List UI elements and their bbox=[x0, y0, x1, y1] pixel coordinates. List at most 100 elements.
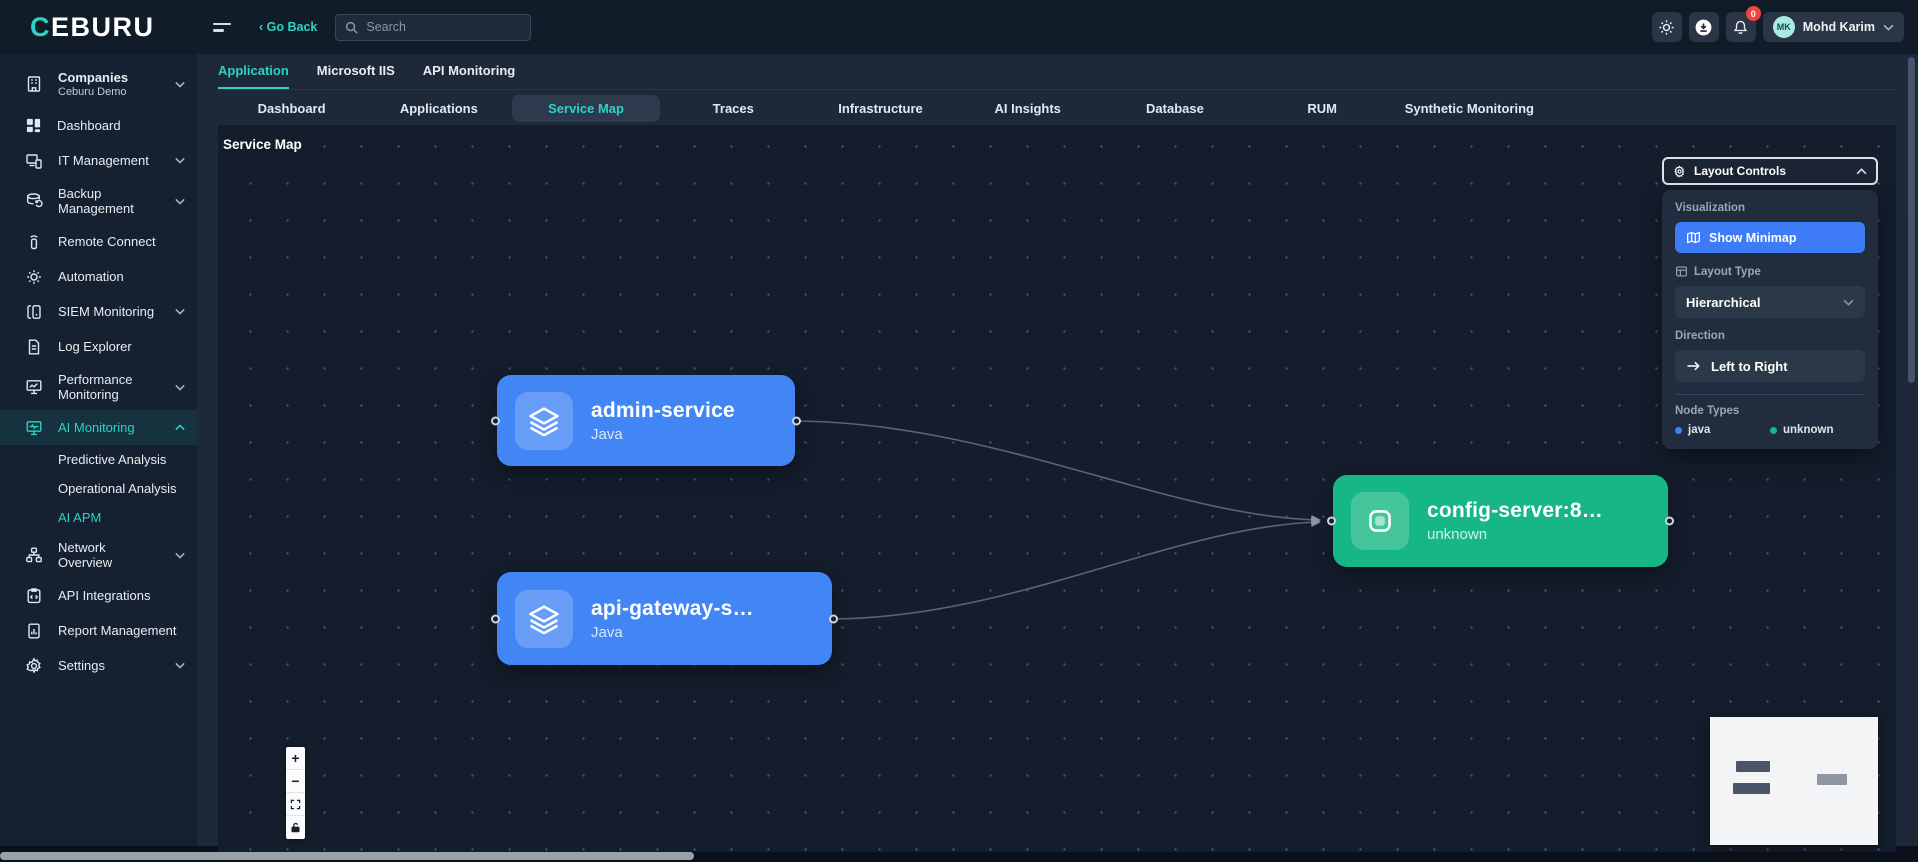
layout-type-select[interactable]: Hierarchical bbox=[1675, 286, 1865, 318]
subtab-dashboard[interactable]: Dashboard bbox=[257, 101, 326, 116]
logo-rest: EBURU bbox=[51, 11, 155, 42]
node-subtitle: Java bbox=[591, 623, 623, 641]
minimap-node bbox=[1817, 774, 1847, 785]
sidebar-item-operational-analysis[interactable]: Operational Analysis bbox=[58, 481, 177, 496]
logo-letter-c: C bbox=[30, 11, 51, 42]
performance-monitoring-icon bbox=[25, 378, 43, 396]
divider bbox=[1675, 394, 1865, 395]
go-back-link[interactable]: ‹ Go Back bbox=[259, 20, 318, 34]
sidebar-item-api-integrations[interactable]: API Integrations bbox=[0, 578, 197, 613]
theme-toggle-button[interactable] bbox=[1651, 12, 1682, 42]
node-types-legend: java unknown bbox=[1675, 424, 1865, 436]
sidebar-item-remote-connect[interactable]: Remote Connect bbox=[0, 224, 197, 259]
sidebar-label: AI Monitoring bbox=[58, 420, 135, 435]
layers-icon bbox=[515, 589, 573, 648]
notifications-button[interactable]: 0 bbox=[1725, 6, 1761, 42]
service-node-admin-service[interactable]: admin-service Java bbox=[491, 375, 801, 466]
show-minimap-button[interactable]: Show Minimap bbox=[1675, 222, 1865, 253]
service-node-api-gateway[interactable]: api-gateway-s… Java bbox=[491, 572, 838, 665]
legend-label: unknown bbox=[1783, 424, 1834, 436]
remote-connect-icon bbox=[25, 233, 43, 251]
layout-controls-toggle[interactable]: Layout Controls bbox=[1662, 157, 1878, 185]
network-overview-icon bbox=[25, 546, 43, 564]
subtab-traces[interactable]: Traces bbox=[712, 101, 754, 116]
subtab-rum[interactable]: RUM bbox=[1307, 101, 1337, 116]
main-content: Application Microsoft IIS API Monitoring… bbox=[197, 54, 1918, 852]
node-port-left bbox=[1327, 516, 1336, 526]
chevron-down-icon bbox=[1883, 24, 1894, 31]
sidebar-item-dashboard[interactable]: Dashboard bbox=[0, 108, 197, 143]
layout-type-label: Layout Type bbox=[1694, 265, 1761, 278]
ai-monitoring-icon bbox=[25, 419, 43, 437]
service-node-config-server[interactable]: config-server:8… unknown bbox=[1327, 475, 1674, 567]
layers-icon bbox=[515, 391, 573, 450]
sidebar-label: Settings bbox=[58, 658, 105, 673]
sidebar-item-ai-apm[interactable]: AI APM bbox=[58, 510, 102, 525]
chevron-up-icon bbox=[175, 424, 185, 431]
sun-icon bbox=[1658, 19, 1675, 36]
sidebar-item-predictive-analysis[interactable]: Predictive Analysis bbox=[58, 452, 167, 467]
chevron-down-icon bbox=[175, 157, 185, 164]
page-title: Service Map bbox=[223, 137, 302, 152]
zoom-in-button[interactable]: + bbox=[286, 747, 305, 770]
sidebar-item-settings[interactable]: Settings bbox=[0, 648, 197, 683]
java-dot bbox=[1675, 426, 1682, 434]
sidebar-item-performance-monitoring[interactable]: Performance Monitoring bbox=[0, 364, 197, 410]
sidebar-item-ai-monitoring[interactable]: AI Monitoring bbox=[0, 410, 197, 445]
vertical-scrollbar[interactable] bbox=[1908, 57, 1915, 383]
subtab-applications[interactable]: Applications bbox=[399, 101, 478, 116]
sidebar-item-network-overview[interactable]: Network Overview bbox=[0, 532, 197, 578]
layout-controls-body: Visualization Show Minimap Layout Type H… bbox=[1662, 190, 1878, 449]
sidebar-item-siem-monitoring[interactable]: SIEM Monitoring bbox=[0, 294, 197, 329]
layout-type-icon bbox=[1675, 265, 1688, 278]
sidebar-item-backup-management[interactable]: Backup Management bbox=[0, 178, 197, 224]
search-input[interactable] bbox=[366, 20, 522, 34]
node-subtitle: unknown bbox=[1427, 526, 1488, 543]
tab-api-monitoring[interactable]: API Monitoring bbox=[422, 63, 516, 78]
dashboard-icon bbox=[25, 117, 42, 134]
sidebar-item-automation[interactable]: Automation bbox=[0, 259, 197, 294]
top-tabs: Application Microsoft IIS API Monitoring bbox=[218, 54, 1896, 90]
sidebar-label: Automation bbox=[58, 269, 124, 284]
lock-button[interactable] bbox=[286, 816, 305, 839]
minimap[interactable] bbox=[1710, 717, 1878, 845]
chevron-down-icon bbox=[175, 552, 185, 559]
subtab-infrastructure[interactable]: Infrastructure bbox=[838, 101, 923, 116]
layout-type-label-row: Layout Type bbox=[1675, 265, 1865, 278]
companies-icon bbox=[25, 75, 43, 93]
apm-subtabs: Dashboard Applications Service Map Trace… bbox=[218, 95, 1543, 122]
tab-application[interactable]: Application bbox=[218, 63, 289, 89]
user-menu[interactable]: MK Mohd Karim bbox=[1762, 12, 1904, 42]
sidebar-item-log-explorer[interactable]: Log Explorer bbox=[0, 329, 197, 364]
subtab-database[interactable]: Database bbox=[1146, 101, 1204, 116]
zoom-out-button[interactable]: − bbox=[286, 770, 305, 793]
service-map-canvas[interactable]: Service Map admin-service Java bbox=[218, 125, 1896, 852]
subtab-ai-insights[interactable]: AI Insights bbox=[994, 101, 1061, 116]
node-port-right bbox=[1665, 516, 1674, 526]
bell-icon bbox=[1732, 19, 1749, 36]
sidebar-label: Companies bbox=[58, 70, 129, 85]
notification-badge: 0 bbox=[1745, 6, 1761, 21]
subtab-service-map[interactable]: Service Map bbox=[512, 95, 660, 122]
node-types-label: Node Types bbox=[1675, 405, 1740, 417]
chevron-down-icon bbox=[1843, 299, 1854, 306]
arrow-right-icon bbox=[1686, 360, 1701, 372]
automation-icon bbox=[25, 268, 43, 286]
sidebar-label: SIEM Monitoring bbox=[58, 304, 155, 319]
fit-view-button[interactable] bbox=[286, 793, 305, 816]
sidebar-sublabel: Ceburu Demo bbox=[58, 86, 127, 98]
hamburger-menu-icon[interactable] bbox=[213, 19, 231, 36]
search-box[interactable] bbox=[335, 13, 532, 41]
horizontal-scrollbar[interactable] bbox=[0, 852, 694, 860]
tab-microsoft-iis[interactable]: Microsoft IIS bbox=[316, 63, 395, 78]
subtab-synthetic-monitoring[interactable]: Synthetic Monitoring bbox=[1404, 101, 1534, 116]
sidebar-item-it-management[interactable]: IT Management bbox=[0, 143, 197, 178]
direction-control[interactable]: Left to Right bbox=[1675, 350, 1865, 382]
legend-item-java: java bbox=[1675, 424, 1770, 436]
app-logo: CEBURU bbox=[0, 12, 197, 43]
sidebar-item-report-management[interactable]: Report Management bbox=[0, 613, 197, 648]
avatar: MK bbox=[1772, 16, 1795, 38]
search-icon bbox=[345, 21, 358, 34]
account-button[interactable] bbox=[1688, 12, 1719, 42]
